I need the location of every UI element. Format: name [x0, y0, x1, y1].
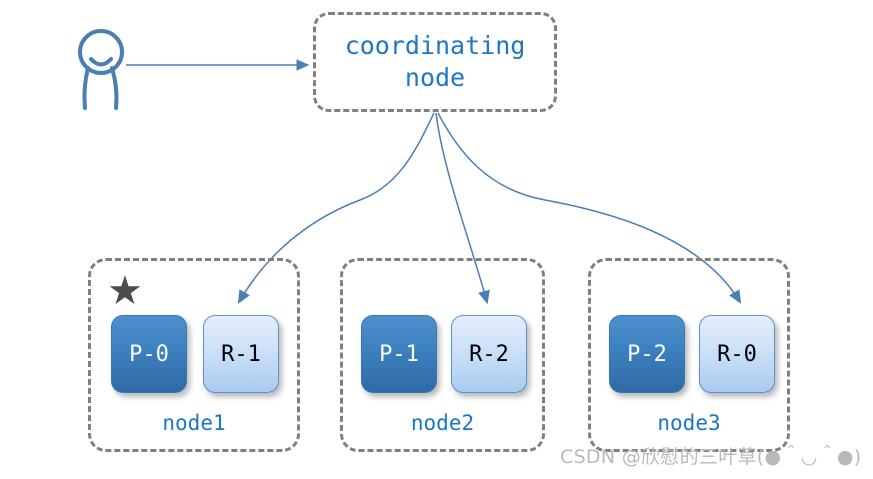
watermark-text: CSDN @欣慰的三叶草(●＾◡＾●): [560, 446, 862, 468]
shard-label: P-2: [627, 341, 667, 367]
node-group-node2[interactable]: P-1 R-2 node2: [340, 258, 545, 452]
node-group-node1[interactable]: ★ P-0 R-1 node1: [88, 258, 300, 452]
node-label-node1: node1: [162, 411, 226, 435]
shard-label: P-1: [379, 341, 419, 367]
shard-p-2[interactable]: P-2: [609, 315, 685, 393]
user-stick-figure: [78, 29, 124, 110]
shard-r-1[interactable]: R-1: [203, 315, 279, 393]
node-group-node3[interactable]: P-2 R-0 node3: [588, 258, 790, 452]
shard-label: R-2: [469, 341, 509, 367]
node-label-node2: node2: [410, 411, 475, 435]
shard-p-1[interactable]: P-1: [361, 315, 437, 393]
primary-star-icon: ★: [107, 268, 143, 314]
shard-label: R-0: [717, 341, 757, 367]
coordinating-node-box[interactable]: coordinating node: [313, 12, 557, 112]
shard-p-0[interactable]: P-0: [111, 315, 187, 393]
shard-label: P-0: [129, 341, 169, 367]
node-label-node3: node3: [657, 411, 721, 435]
coordinating-node-label: coordinating node: [344, 31, 526, 92]
shard-r-2[interactable]: R-2: [451, 315, 527, 393]
shard-label: R-1: [221, 341, 261, 367]
shard-r-0[interactable]: R-0: [699, 315, 775, 393]
